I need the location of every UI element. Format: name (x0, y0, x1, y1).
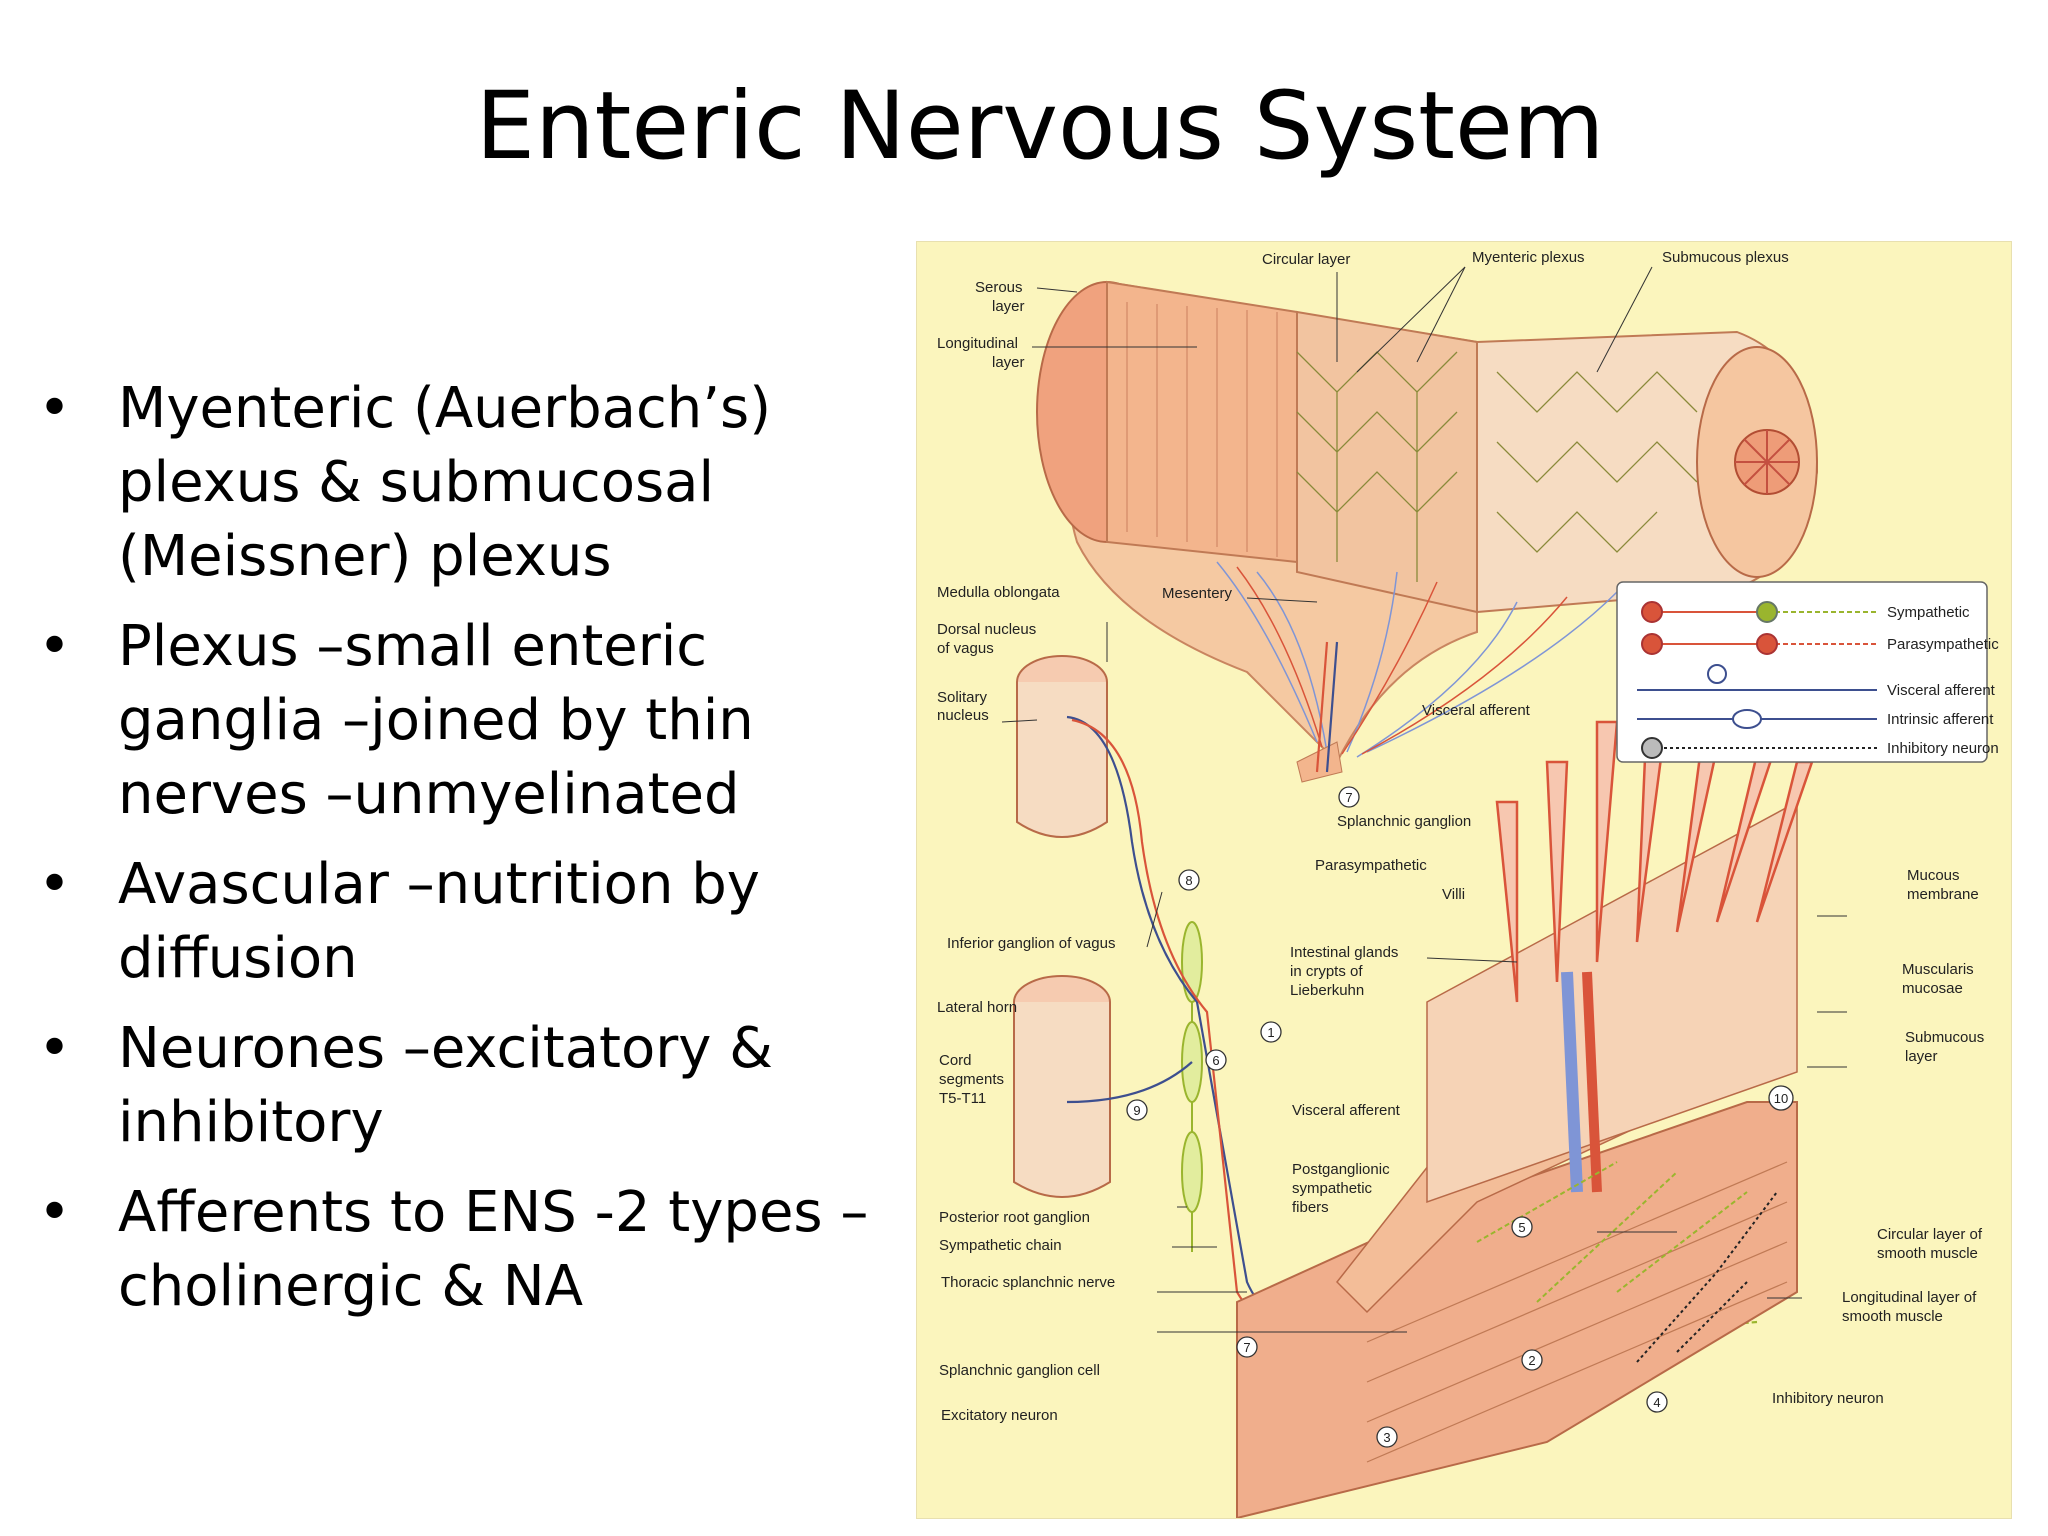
label-longitudinal-muscle-2: smooth muscle (1842, 1308, 1943, 1325)
number-label: 2 (1528, 1353, 1535, 1368)
bullet-text: Avascular –nutrition by diffusion (118, 852, 760, 991)
slide-title: Enteric Nervous System (475, 72, 1605, 181)
label-cord-2: segments (939, 1071, 1004, 1088)
bullet-item: • Myenteric (Auerbach’s) plexus & submuco… (38, 372, 898, 594)
number-label: 4 (1653, 1395, 1660, 1410)
label-mucous: Mucous (1907, 867, 1960, 884)
number-label: 7 (1345, 790, 1352, 805)
label-cord: Cord (939, 1052, 972, 1069)
number-label: 3 (1383, 1430, 1390, 1445)
number-label: 5 (1518, 1220, 1525, 1235)
label-circular-layer: Circular layer (1262, 251, 1350, 268)
label-longitudinal: Longitudinal (937, 335, 1018, 352)
number-markers (1126, 786, 1794, 1448)
bullet-dot: • (38, 376, 72, 441)
label-dorsal-nucleus: Dorsal nucleus (937, 621, 1036, 638)
label-splanchnic-ganglion: Splanchnic ganglion (1337, 813, 1471, 830)
legend-visceral-afferent: Visceral afferent (1887, 682, 1996, 699)
label-mucous-2: membrane (1907, 886, 1979, 903)
number-label: 7 (1243, 1340, 1250, 1355)
leader-lines (1001, 266, 1847, 1333)
label-postganglionic: Postganglionic (1292, 1161, 1390, 1178)
bullet-dot: • (38, 614, 72, 679)
label-postganglionic-3: fibers (1292, 1199, 1329, 1216)
bullet-text: Afferents to ENS -2 types – cholinergic … (118, 1180, 869, 1319)
label-dorsal-nucleus-2: of vagus (937, 640, 994, 657)
bullet-item: • Avascular –nutrition by diffusion (38, 848, 898, 996)
label-intestinal-glands: Intestinal glands (1290, 944, 1398, 961)
cord-segment (1013, 975, 1111, 1198)
legend-box: Sympathetic Parasympathetic Visceral aff… (1616, 581, 1999, 763)
number-label: 9 (1133, 1103, 1140, 1118)
bullet-text: Neurones –excitatory & inhibitory (118, 1016, 773, 1155)
label-myenteric-plexus: Myenteric plexus (1472, 249, 1585, 266)
bullet-dot: • (38, 852, 72, 917)
label-serous-2: layer (992, 298, 1025, 315)
label-intestinal-glands-3: Lieberkuhn (1290, 982, 1364, 999)
legend-inhibitory-neuron: Inhibitory neuron (1887, 740, 1999, 757)
label-lateral-horn: Lateral horn (937, 999, 1017, 1016)
bullet-item: • Afferents to ENS -2 types – cholinergic… (38, 1176, 898, 1324)
bullet-item: • Neurones –excitatory & inhibitory (38, 1012, 898, 1160)
label-submucous-plexus: Submucous plexus (1662, 249, 1789, 266)
legend-parasympathetic: Parasympathetic (1887, 636, 1999, 653)
bullet-text: Plexus –small enteric ganglia –joined by… (118, 614, 754, 827)
label-submucous-layer-2: layer (1905, 1048, 1938, 1065)
label-splanchnic-cell: Splanchnic ganglion cell (939, 1362, 1100, 1379)
label-solitary: Solitary (937, 689, 988, 706)
bullet-list: • Myenteric (Auerbach’s) plexus & submuco… (38, 372, 898, 1340)
label-postganglionic-2: sympathetic (1292, 1180, 1373, 1197)
label-circular-muscle: Circular layer of (1877, 1226, 1983, 1243)
label-visceral-afferent-mid: Visceral afferent (1292, 1102, 1401, 1119)
medulla-segment (1016, 655, 1108, 838)
label-circular-muscle-2: smooth muscle (1877, 1245, 1978, 1262)
bullet-text: Myenteric (Auerbach’s) plexus & submucos… (118, 376, 772, 589)
intestine-tube (1036, 280, 1819, 783)
number-label: 8 (1185, 873, 1192, 888)
label-inhibitory-neuron: Inhibitory neuron (1772, 1390, 1884, 1407)
label-cord-3: T5-T11 (939, 1090, 986, 1107)
bullet-item: • Plexus –small enteric ganglia –joined b… (38, 610, 898, 832)
label-inferior-ganglion: Inferior ganglion of vagus (947, 935, 1115, 952)
label-longitudinal-muscle: Longitudinal layer of (1842, 1289, 1977, 1306)
figure-labels: Circular layer Myenteric plexus Submucou… (937, 249, 1984, 1424)
label-longitudinal-2: layer (992, 354, 1025, 371)
label-excitatory-neuron: Excitatory neuron (941, 1407, 1058, 1424)
ens-diagram: Sympathetic Parasympathetic Visceral aff… (937, 249, 1999, 1518)
label-posterior-root: Posterior root ganglion (939, 1209, 1090, 1226)
label-villi: Villi (1442, 886, 1465, 903)
number-label: 1 (1267, 1025, 1274, 1040)
label-sympathetic-chain: Sympathetic chain (939, 1237, 1062, 1254)
bullet-dot: • (38, 1180, 72, 1245)
label-muscularis-2: mucosae (1902, 980, 1963, 997)
ens-anatomy-figure: Sympathetic Parasympathetic Visceral aff… (916, 241, 2012, 1519)
label-parasympathetic: Parasympathetic (1315, 857, 1427, 874)
number-label: 10 (1774, 1091, 1788, 1106)
bullet-dot: • (38, 1016, 72, 1081)
label-thoracic-splanchnic: Thoracic splanchnic nerve (941, 1274, 1115, 1291)
label-visceral-afferent-top: Visceral afferent (1422, 702, 1531, 719)
number-label: 6 (1212, 1053, 1219, 1068)
sympathetic-chain (1181, 921, 1203, 1252)
label-intestinal-glands-2: in crypts of (1290, 963, 1363, 980)
label-mesentery: Mesentery (1162, 585, 1233, 602)
intestinal-wall-block (1236, 700, 1814, 1518)
label-medulla: Medulla oblongata (937, 584, 1060, 601)
label-solitary-2: nucleus (937, 707, 989, 724)
label-submucous-layer: Submucous (1905, 1029, 1984, 1046)
label-serous: Serous (975, 279, 1023, 296)
legend-sympathetic: Sympathetic (1887, 604, 1970, 621)
legend-intrinsic-afferent: Intrinsic afferent (1887, 711, 1994, 728)
label-muscularis: Muscularis (1902, 961, 1974, 978)
